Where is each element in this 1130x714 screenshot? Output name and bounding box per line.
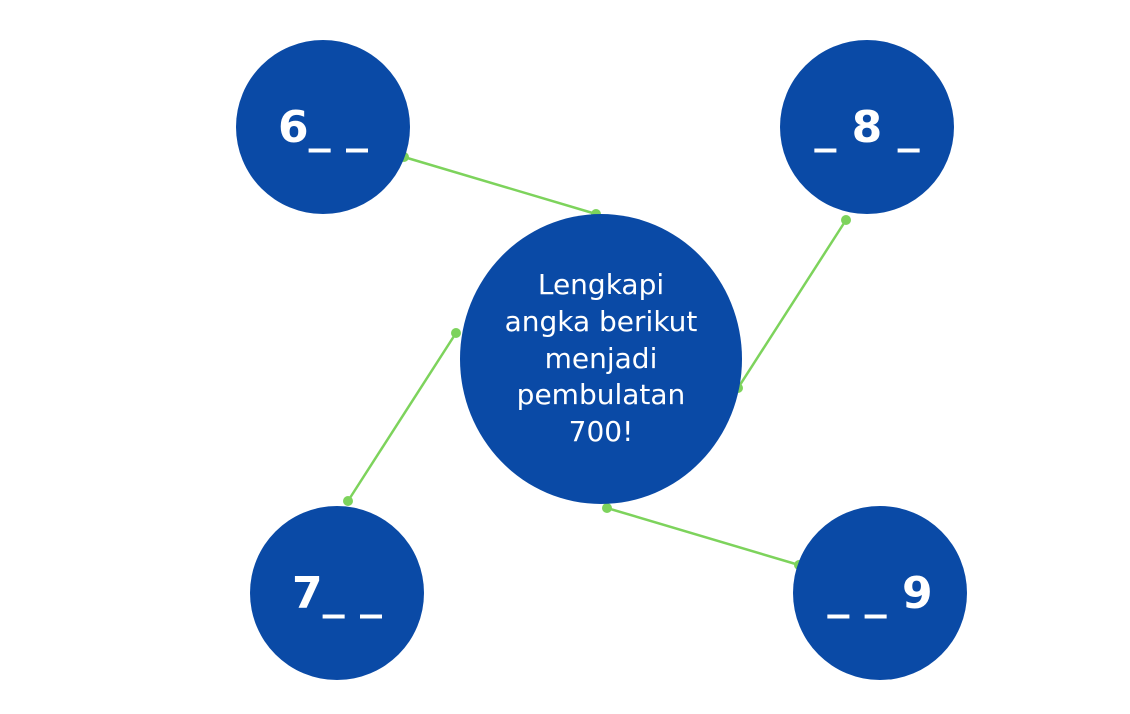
number-circle-bottom-right: _ _ 9	[793, 506, 967, 680]
connector-bottom-right	[606, 506, 800, 567]
number-pattern-bottom-right: _ _ 9	[827, 567, 933, 619]
connector-top-right-start-dot	[841, 215, 851, 225]
connector-bottom-right-start-dot	[602, 503, 612, 513]
connector-bottom-left-end-dot	[343, 496, 353, 506]
connector-bottom-left	[346, 332, 458, 502]
number-circle-top-left: 6_ _	[236, 40, 410, 214]
number-pattern-bottom-left: 7_ _	[292, 567, 382, 619]
number-circle-bottom-left: 7_ _	[250, 506, 424, 680]
connector-bottom-left-start-dot	[451, 328, 461, 338]
connector-top-left	[403, 155, 597, 216]
instruction-text: Lengkapi angka berikut menjadi pembulata…	[505, 267, 698, 452]
instruction-line: 700!	[568, 415, 634, 449]
center-instruction-circle: Lengkapi angka berikut menjadi pembulata…	[460, 214, 742, 504]
number-pattern-top-left: 6_ _	[278, 101, 368, 153]
connector-top-right	[736, 219, 848, 389]
number-pattern-top-right: _ 8 _	[814, 101, 920, 153]
number-circle-top-right: _ 8 _	[780, 40, 954, 214]
instruction-line: menjadi	[544, 341, 658, 375]
instruction-line: pembulatan	[516, 378, 686, 412]
instruction-line: Lengkapi	[537, 267, 665, 301]
instruction-line: angka berikut	[504, 304, 698, 338]
